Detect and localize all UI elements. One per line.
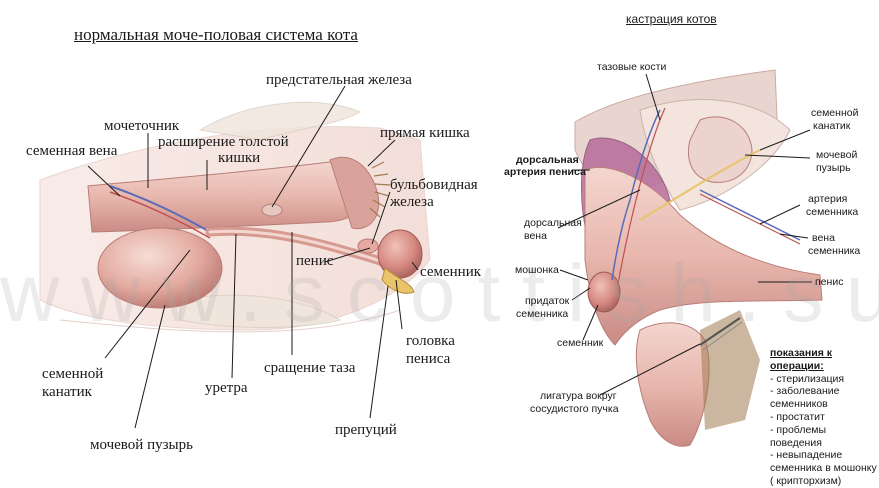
label-epididymis-line1: придаток	[525, 295, 570, 307]
indication-item: - стерилизация	[770, 372, 845, 385]
label-ligature-line2: сосудистого пучка	[530, 403, 619, 415]
left-anatomy-drawing	[39, 101, 431, 333]
right-title: кастрация котов	[626, 12, 717, 26]
label-testis: семенник	[420, 264, 482, 280]
label-testicular-artery-line2: семенника	[806, 206, 859, 218]
label-testicular-vein-line1: вена	[812, 232, 835, 244]
label-dorsal-artery-line2: артерия пениса	[504, 166, 586, 178]
label-testicular-artery-line1: артерия	[808, 193, 848, 205]
right-anatomy-drawing	[574, 69, 823, 447]
label-dorsal-vein-line1: дорсальная	[524, 217, 582, 229]
label-right-bladder-line1: мочевой	[816, 149, 858, 161]
anatomy-illustration	[39, 69, 823, 447]
label-bulbourethral-line2: железа	[390, 194, 434, 210]
label-colon-line1: расширение толстой	[158, 134, 289, 150]
label-urethra: уретра	[205, 380, 248, 396]
label-penis: пенис	[296, 253, 334, 269]
label-pelvic-bones: тазовые кости	[597, 61, 667, 73]
left-title: нормальная моче-половая система кота	[74, 25, 358, 44]
indication-item: - проблемы поведения	[770, 423, 827, 449]
label-glans-line2: пениса	[406, 351, 451, 367]
label-epididymis-line2: семенника	[516, 308, 569, 320]
watermark: www.scottish.su	[0, 248, 879, 339]
label-rectum: прямая кишка	[380, 125, 470, 141]
indication-item: - заболевание	[770, 385, 840, 398]
label-dorsal-artery-line1: дорсальная	[516, 154, 579, 166]
label-bladder: мочевой пузырь	[90, 437, 193, 453]
indication-item: семенников	[770, 398, 828, 411]
label-glans-line1: головка	[406, 333, 455, 349]
indications-panel: показания к операции: - стерилизация - з…	[770, 347, 879, 488]
right-leader-lines	[557, 73, 812, 396]
indication-item: - невыпадение	[770, 449, 843, 462]
label-prostate: предстательная железа	[266, 72, 412, 88]
label-testicular-vein-line2: семенника	[808, 245, 861, 257]
indication-item: - простатит	[770, 410, 825, 423]
label-prepuce: препуций	[335, 422, 397, 438]
label-right-penis: пенис	[815, 276, 844, 288]
label-right-bladder-line2: пузырь	[816, 162, 851, 174]
label-spermatic-vein: семенная вена	[26, 143, 118, 159]
label-bulbourethral-line1: бульбовидная	[390, 177, 478, 193]
left-leader-lines	[87, 85, 419, 429]
label-spermatic-cord-line1: семенной	[42, 366, 104, 382]
label-spermatic-cord-line2: канатик	[42, 384, 92, 400]
label-right-testis: семенник	[557, 337, 604, 349]
label-right-cord-line2: канатик	[813, 120, 851, 132]
label-pelvic-symphysis: сращение таза	[264, 360, 356, 376]
label-right-cord-line1: семенной	[811, 107, 859, 119]
indication-item: ( крипторхизм)	[770, 474, 842, 487]
label-ligature-line1: лигатура вокруг	[540, 390, 617, 402]
label-dorsal-vein-line2: вена	[524, 230, 547, 242]
label-colon-line2: кишки	[218, 150, 261, 166]
label-ureter: мочеточник	[104, 118, 180, 134]
indications-title: показания к операции:	[770, 347, 832, 372]
label-scrotum: мошонка	[515, 264, 559, 276]
